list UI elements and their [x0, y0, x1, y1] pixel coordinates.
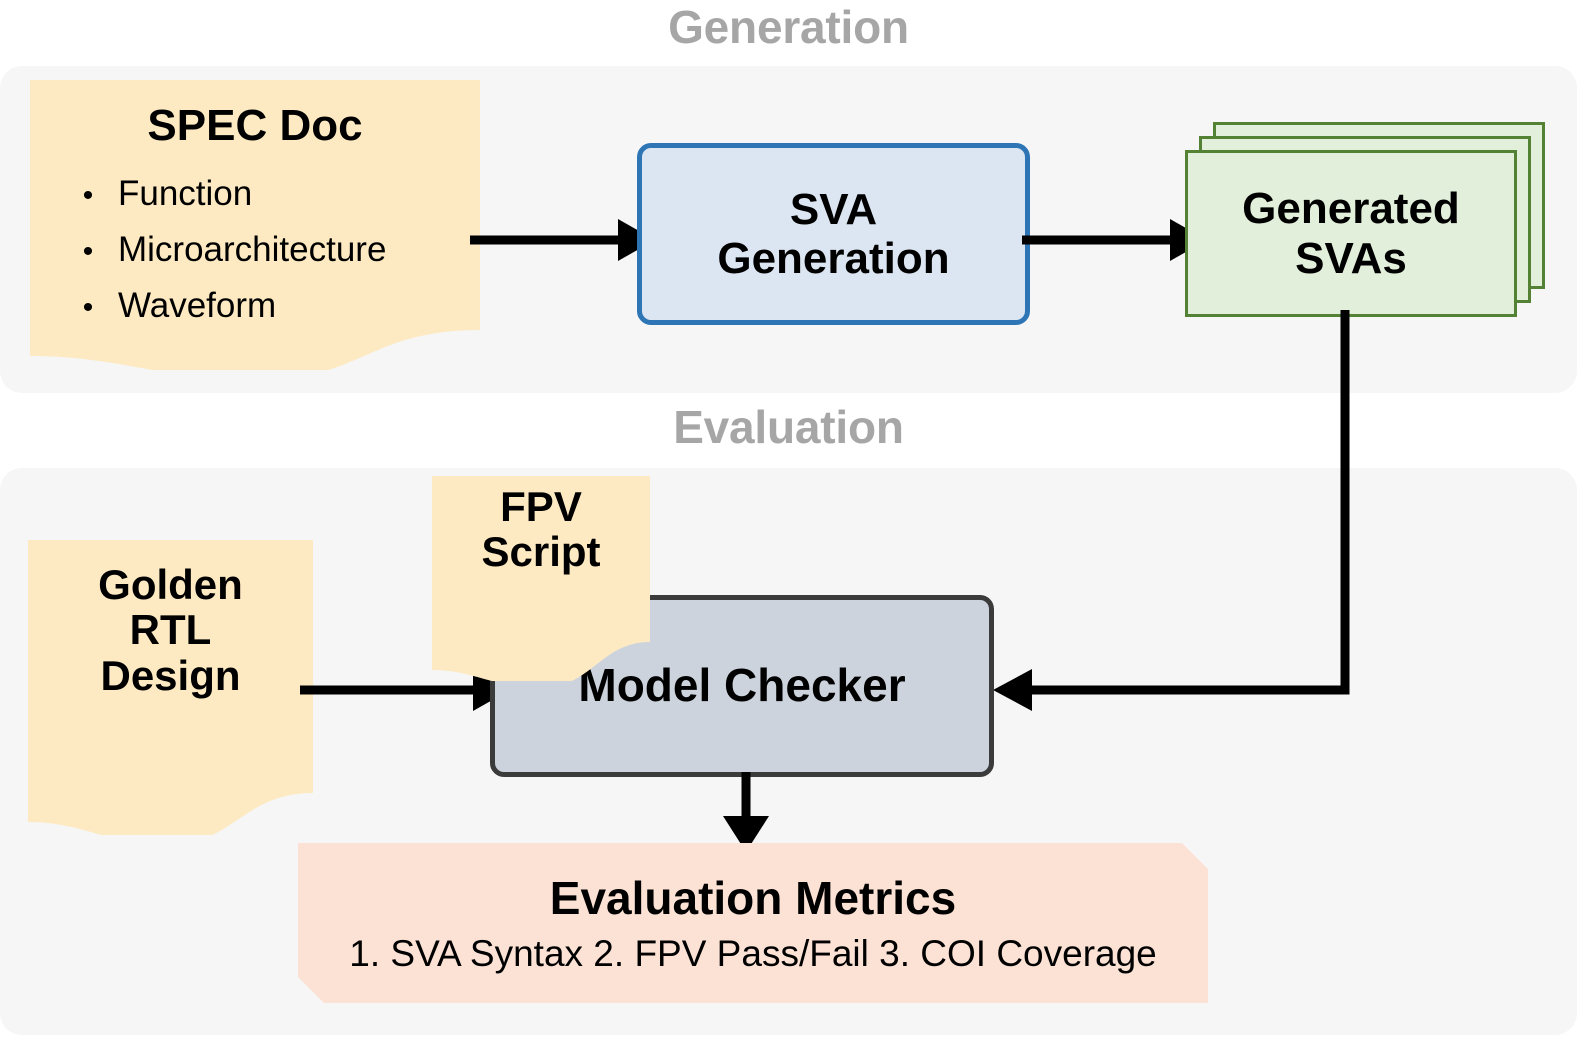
sva-generation-label: SVA Generation — [717, 185, 949, 284]
evaluation-metrics-items: 1. SVA Syntax 2. FPV Pass/Fail 3. COI Co… — [349, 932, 1157, 974]
fpv-script-label-line2: Script — [481, 528, 601, 576]
evaluation-metrics-title: Evaluation Metrics — [549, 871, 957, 924]
generated-svas-label: Generated SVAs — [1242, 184, 1460, 283]
evaluation-section-title: Evaluation — [673, 401, 904, 453]
sva-generation-node[interactable]: SVA Generation — [637, 143, 1030, 325]
spec-doc-node[interactable]: SPEC Doc • Function • Microarchitecture … — [30, 80, 480, 370]
list-item: • Microarchitecture — [58, 232, 478, 267]
sva-generation-label-line2: Generation — [717, 234, 950, 283]
generated-svas-sheet-front[interactable]: Generated SVAs — [1185, 150, 1517, 317]
bullet-icon: • — [82, 235, 94, 268]
arrow-sva-generation-to-generated-svas — [1022, 219, 1207, 261]
fpv-script-content: FPV Script — [432, 476, 650, 575]
arrow-model-checker-to-evaluation-metrics — [723, 772, 769, 852]
chamfered-box-shape — [298, 843, 1208, 1003]
golden-rtl-label-line3: Design — [100, 651, 241, 699]
golden-rtl-content: Golden RTL Design — [28, 540, 313, 698]
list-item: • Function — [58, 176, 478, 211]
generated-svas-node[interactable]: Generated SVAs — [1185, 122, 1545, 317]
document-shape — [28, 540, 313, 835]
generation-section-title: Generation — [668, 1, 909, 53]
generated-svas-label-line1: Generated — [1242, 184, 1460, 234]
evaluation-metrics-node[interactable]: Evaluation Metrics 1. SVA Syntax 2. FPV … — [298, 843, 1208, 1003]
spec-bullet-label-2: Waveform — [118, 286, 277, 325]
fpv-script-label-line1: FPV — [500, 483, 582, 530]
sva-generation-label-line1: SVA — [789, 184, 878, 234]
golden-rtl-label: Golden RTL Design — [28, 562, 313, 698]
spec-bullet-label-0: Function — [118, 174, 253, 213]
fpv-script-label: FPV Script — [432, 484, 650, 575]
spec-bullet-label-1: Microarchitecture — [118, 230, 387, 269]
golden-rtl-label-line1: Golden — [98, 561, 243, 608]
generated-svas-label-line2: SVAs — [1295, 233, 1407, 283]
fpv-script-node[interactable]: FPV Script — [432, 476, 650, 681]
arrow-spec-doc-to-sva-generation — [470, 219, 655, 261]
spec-doc-content: SPEC Doc — [30, 80, 480, 150]
evaluation-metrics-content: Evaluation Metrics 1. SVA Syntax 2. FPV … — [298, 843, 1208, 1003]
bullet-icon: • — [82, 291, 94, 324]
spec-doc-title: SPEC Doc — [147, 101, 363, 150]
golden-rtl-design-node[interactable]: Golden RTL Design — [28, 540, 313, 835]
arrow-generated-svas-to-model-checker — [993, 310, 1350, 711]
list-item: • Waveform — [58, 288, 478, 323]
document-shape — [30, 80, 480, 370]
document-shape — [432, 476, 650, 681]
golden-rtl-label-line2: RTL — [129, 606, 212, 654]
spec-doc-bullet-list: • Function • Microarchitecture • Wavefor… — [58, 176, 478, 344]
model-checker-label: Model Checker — [578, 659, 906, 712]
bullet-icon: • — [82, 179, 94, 212]
